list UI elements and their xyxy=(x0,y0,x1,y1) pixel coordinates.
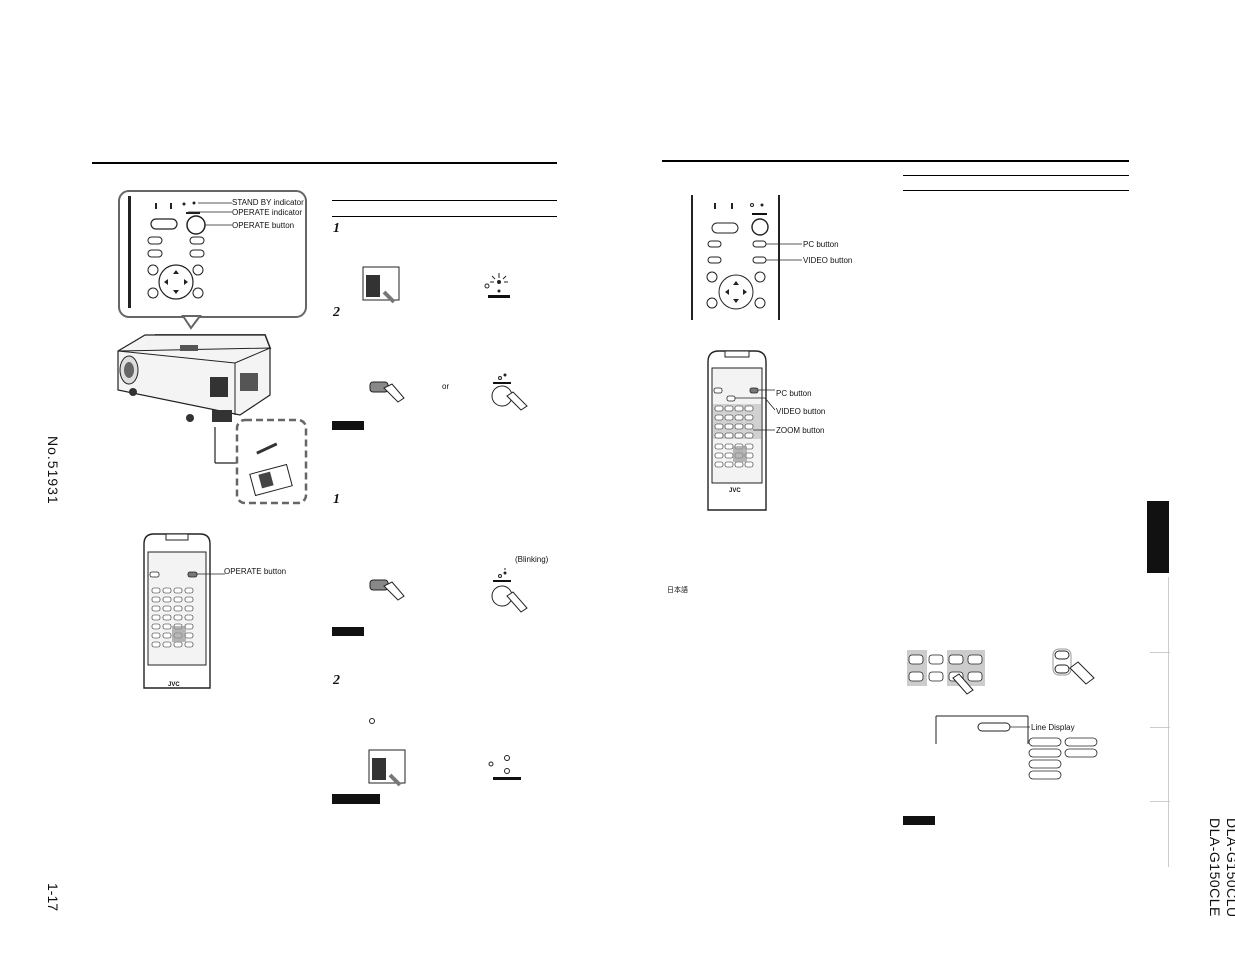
main-power-switch-callout xyxy=(235,418,308,505)
indicators-off-icon xyxy=(488,755,521,780)
blinking-text: (Blinking) xyxy=(515,555,549,564)
model-name-1: DLA-G150CLU xyxy=(1224,818,1235,918)
remote-control-left xyxy=(143,533,225,689)
or-text: or xyxy=(442,382,450,391)
standby-indicator-lit-icon xyxy=(484,273,510,298)
operate-indicator-label: OPERATE indicator xyxy=(232,208,303,217)
zoom-button-remote-label: ZOOM button xyxy=(776,426,825,435)
note-label-2 xyxy=(332,627,364,636)
line-display-label: Line Display xyxy=(1031,723,1075,732)
video-button-remote-label: VIDEO button xyxy=(776,407,826,416)
note-label-1 xyxy=(332,421,364,430)
remote-operate-press-icon xyxy=(369,381,405,403)
pc-button-panel-label: PC button xyxy=(803,240,839,249)
left-header-rule xyxy=(92,162,557,164)
tab-tick xyxy=(1150,727,1170,728)
step-1-power-on: 1 xyxy=(333,221,340,236)
tab-tick xyxy=(1150,652,1170,653)
standby-indicator-label: STAND BY indicator xyxy=(232,198,304,207)
projector-body-illustration xyxy=(117,334,272,464)
left-section-rule-1 xyxy=(332,200,557,201)
tab-tick xyxy=(1150,801,1170,802)
video-button-panel-label: VIDEO button xyxy=(803,256,853,265)
operate-button-press-icon-2 xyxy=(491,568,528,613)
main-power-switch-icon xyxy=(362,266,400,304)
projector-panel-right-illustration xyxy=(691,195,802,320)
operate-button-remote-label: OPERATE button xyxy=(224,567,287,576)
panel-buttons-press-illustration xyxy=(1052,648,1095,685)
remote-button-grid-illustration xyxy=(907,650,985,695)
right-section-rule-2 xyxy=(903,190,1129,191)
remote-operate-press-icon-2 xyxy=(369,579,405,601)
operate-button-label: OPERATE button xyxy=(232,221,295,230)
pc-button-remote-label: PC button xyxy=(776,389,812,398)
page-number: 1-17 xyxy=(45,883,61,912)
remote-brand-right: JVC xyxy=(729,488,741,494)
right-header-rule xyxy=(662,160,1129,162)
remote-control-right xyxy=(707,350,776,511)
projector-panel-illustration xyxy=(118,190,307,330)
operate-button-press-icon xyxy=(491,373,528,411)
right-section-rule-1 xyxy=(903,175,1129,176)
step-1-power-off: 1 xyxy=(333,492,340,507)
indicator-off-icon xyxy=(369,718,375,724)
left-section-rule-2 xyxy=(332,216,557,217)
step-2-power-off: 2 xyxy=(333,673,340,688)
language-label: 日本語 xyxy=(667,586,688,594)
model-name-2: DLA-G150CLE xyxy=(1207,818,1223,917)
section-tab-active xyxy=(1147,501,1169,573)
step-2-power-on: 2 xyxy=(333,305,340,320)
main-power-switch-off-icon xyxy=(368,749,406,787)
note-label-right xyxy=(903,816,935,825)
line-display-illustration xyxy=(935,715,1098,780)
document-number: No.51931 xyxy=(45,436,61,505)
caution-label xyxy=(332,794,380,804)
remote-brand-left: JVC xyxy=(168,682,180,688)
tab-divider xyxy=(1168,577,1169,867)
